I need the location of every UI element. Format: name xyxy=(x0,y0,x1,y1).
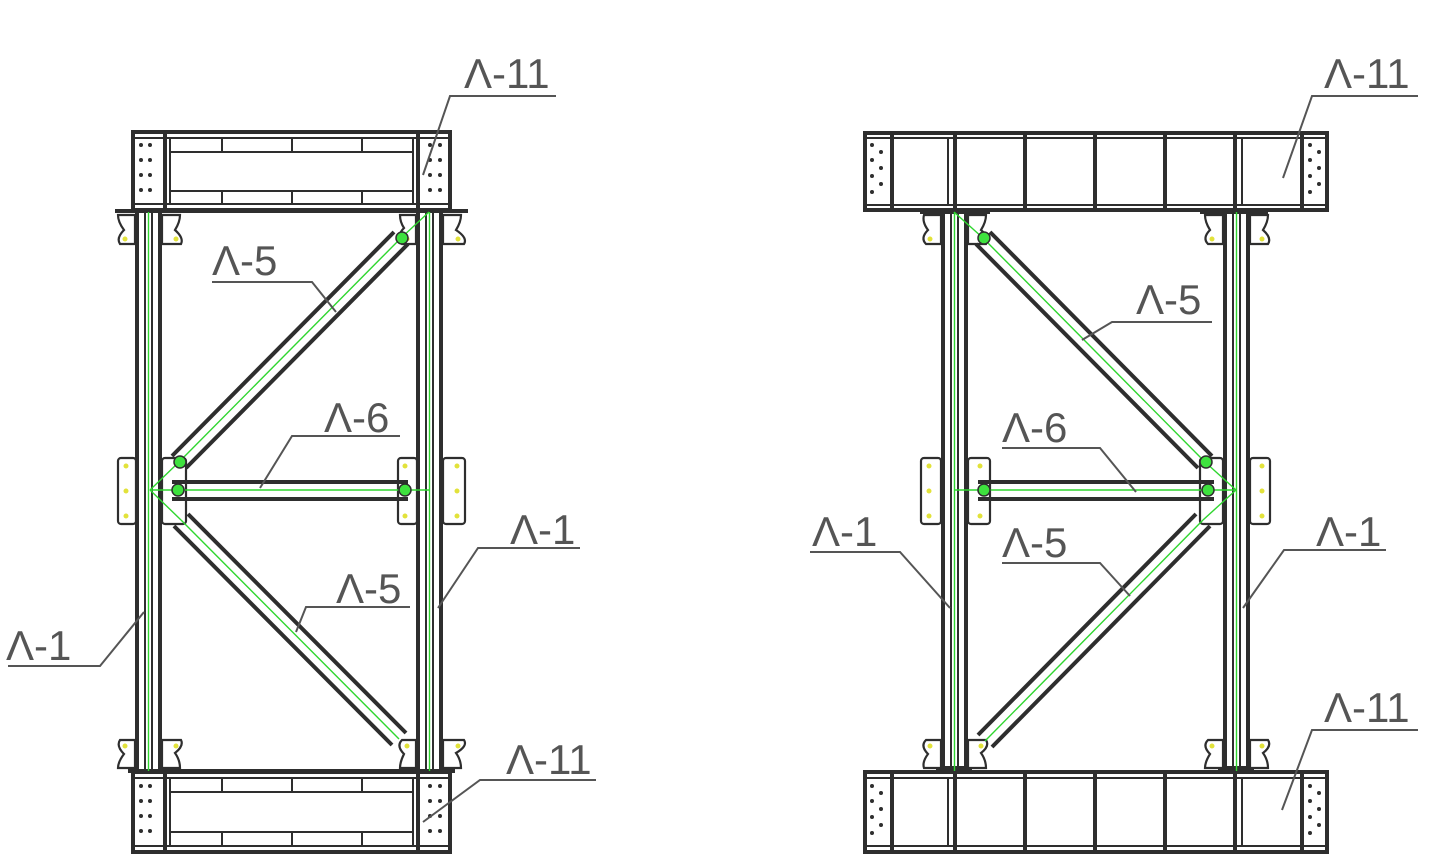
right-strut-label: Λ-6 xyxy=(1002,404,1067,451)
left-top-beam xyxy=(115,130,468,213)
left-view-leaders xyxy=(8,95,596,823)
right-upper-brace-label: Λ-5 xyxy=(1136,276,1201,323)
right-lower-brace-label: Λ-5 xyxy=(1002,519,1067,566)
left-view-gussets xyxy=(116,213,467,770)
left-left-column-label: Λ-1 xyxy=(6,622,71,669)
left-upper-brace-label: Λ-5 xyxy=(212,237,277,284)
right-left-column-label: Λ-1 xyxy=(812,508,877,555)
right-view-gussets xyxy=(919,213,1272,770)
right-top-beam-label: Λ-11 xyxy=(1324,50,1410,97)
right-view-upper-brace xyxy=(953,211,1237,491)
left-bottom-beam xyxy=(128,769,455,854)
right-bottom-beam xyxy=(863,766,1329,854)
right-top-beam xyxy=(863,131,1329,214)
right-view-lower-brace xyxy=(976,489,1237,749)
right-frame-view: Λ-11 Λ-5 Λ-6 Λ-5 Λ-1 Λ-1 Λ-11 xyxy=(810,50,1418,854)
left-view-left-column xyxy=(135,212,162,771)
right-right-column-label: Λ-1 xyxy=(1316,508,1381,555)
left-strut-label: Λ-6 xyxy=(324,394,389,441)
left-view-right-column xyxy=(416,212,443,771)
left-top-beam-label: Λ-11 xyxy=(464,50,550,97)
right-view-left-column xyxy=(941,212,968,771)
left-view-lower-brace xyxy=(149,489,408,747)
right-view-strut xyxy=(955,480,1236,501)
left-frame-view: Λ-11 Λ-5 Λ-6 Λ-5 Λ-1 Λ-1 Λ-11 xyxy=(6,50,596,854)
right-bottom-beam-label: Λ-11 xyxy=(1324,684,1410,731)
left-view-upper-brace xyxy=(149,211,430,491)
left-lower-brace-label: Λ-5 xyxy=(336,565,401,612)
right-view-leaders xyxy=(810,95,1418,811)
left-view-strut xyxy=(150,480,430,501)
right-view-right-column xyxy=(1223,212,1250,771)
left-right-column-label: Λ-1 xyxy=(510,506,575,553)
left-bottom-beam-label: Λ-11 xyxy=(506,736,592,783)
